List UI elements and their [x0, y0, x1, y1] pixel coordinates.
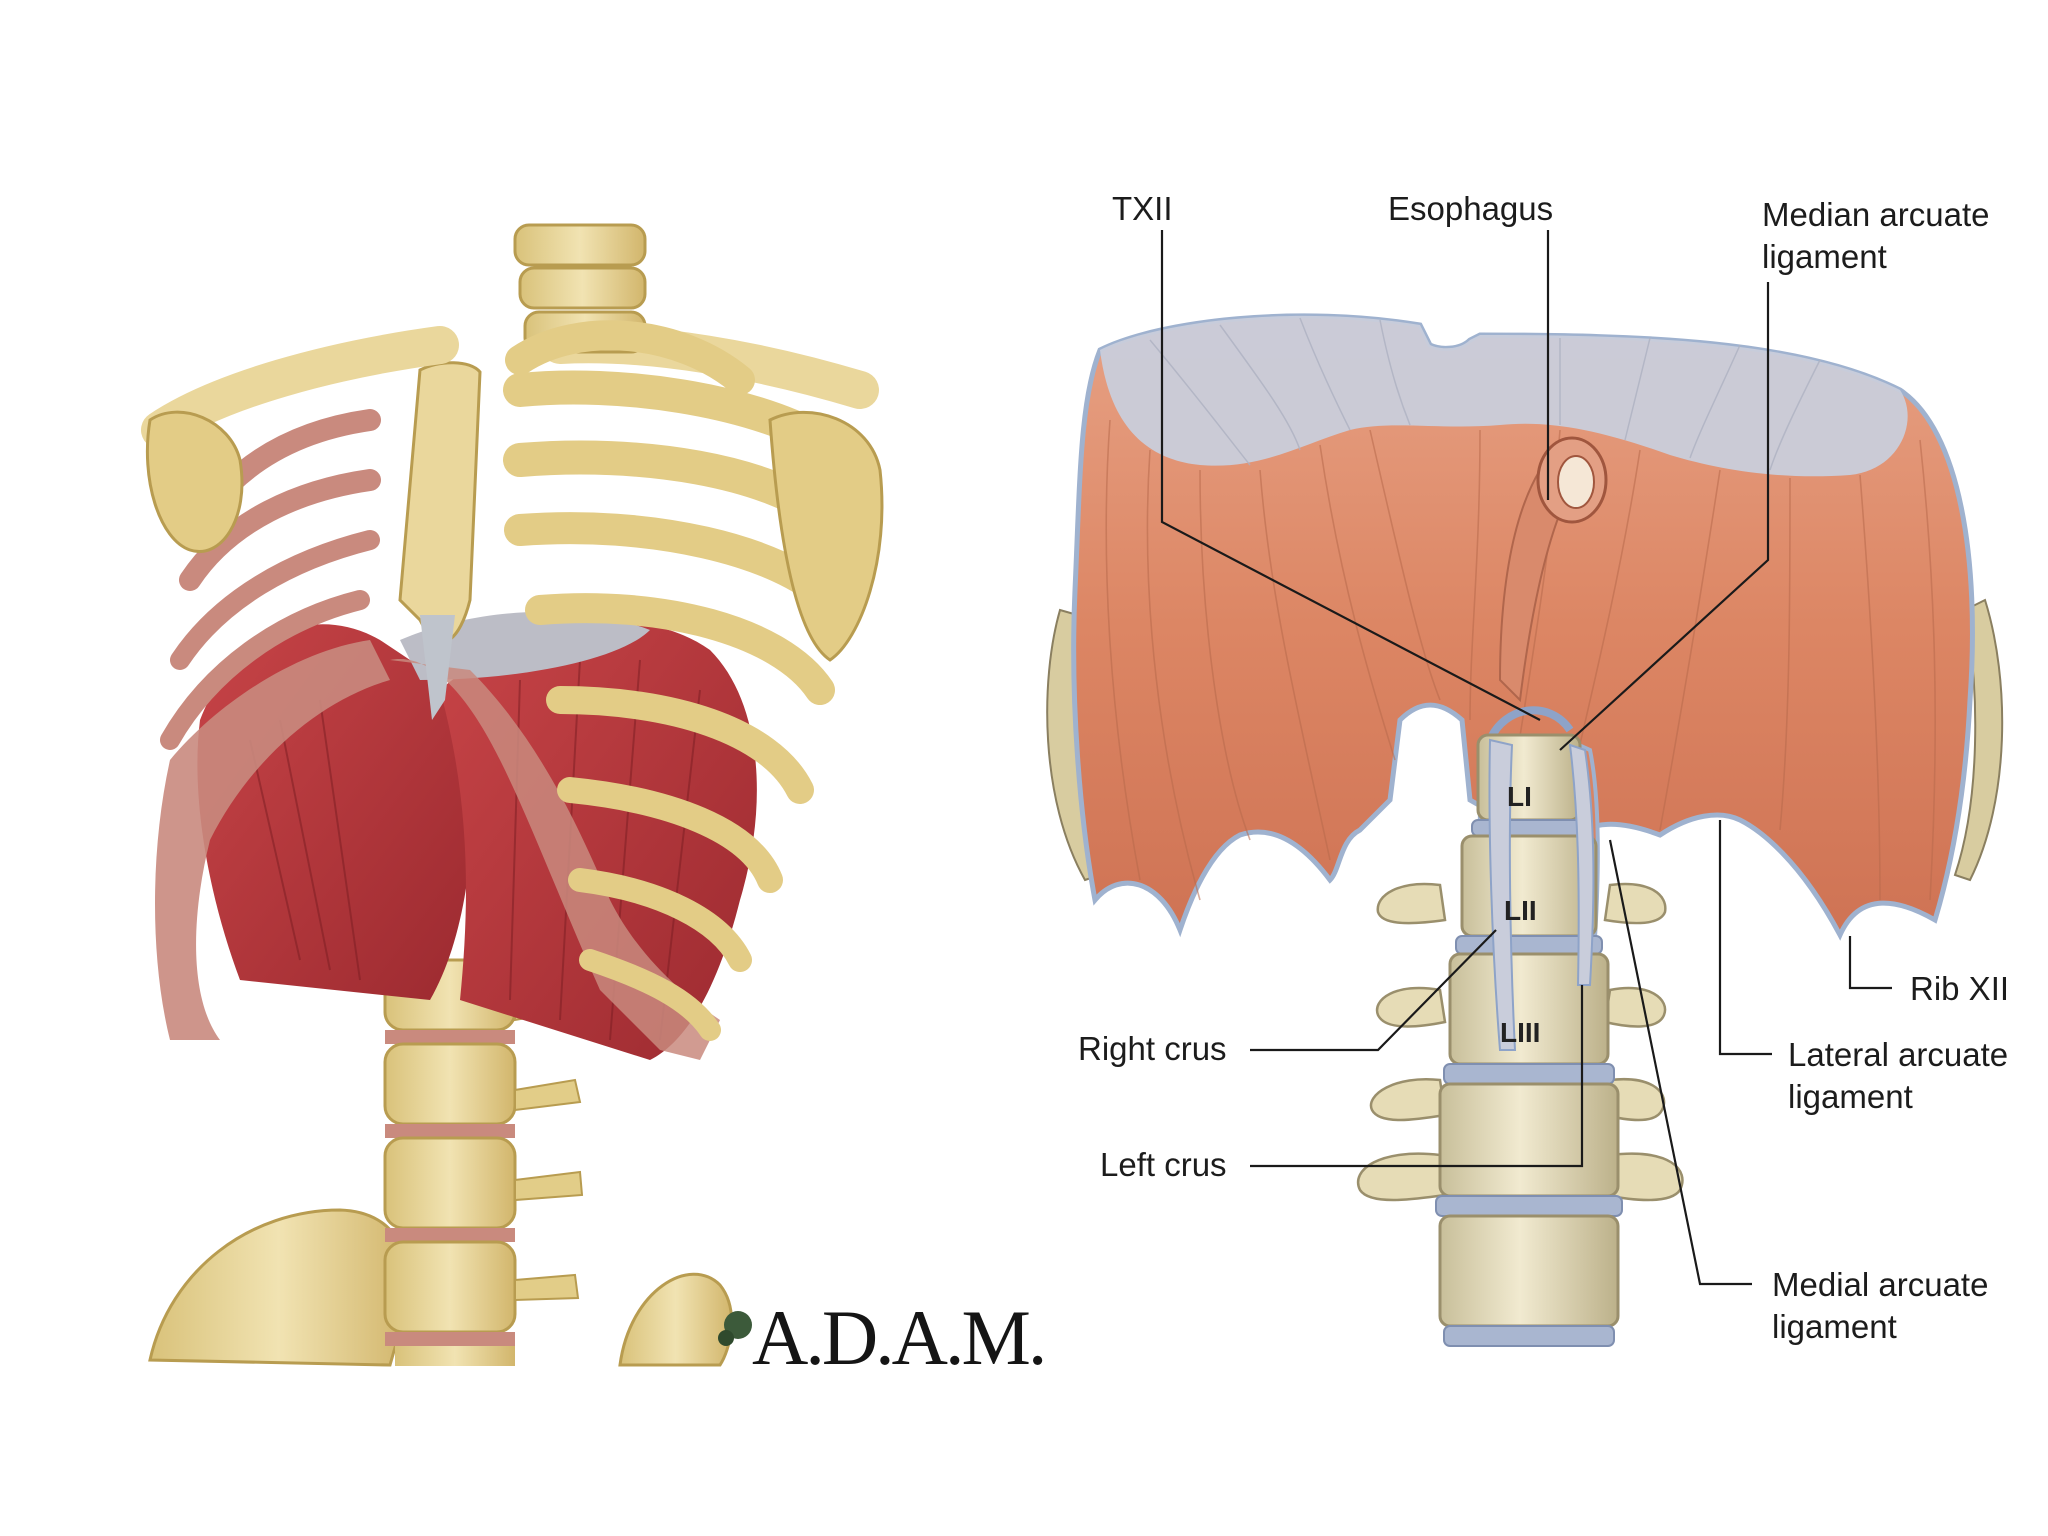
rib-stub-right	[1953, 598, 2004, 882]
label-medial-arcuate-2: ligament	[1772, 1308, 1897, 1345]
median-arcuate-ligament	[1486, 706, 1574, 742]
vertebra-label-l2: LII	[1504, 895, 1537, 926]
leader-txii	[1160, 230, 1541, 721]
leader-median-arcuate	[1559, 282, 1770, 751]
costal-margin-right	[390, 659, 720, 1060]
pelvis-bone-right	[618, 1272, 734, 1367]
label-left-crus: Left crus	[1100, 1146, 1227, 1183]
first-rib	[505, 320, 755, 395]
label-lateral-arcuate-1: Lateral arcuate	[1788, 1036, 2008, 1073]
tendon-striations	[1149, 317, 1821, 471]
scapula-left	[145, 410, 244, 553]
adam-watermark: A.D.A.M.	[752, 1294, 1044, 1381]
label-lateral-arcuate-2: ligament	[1788, 1078, 1913, 1115]
label-medial-arcuate-1: Medial arcuate	[1772, 1266, 1988, 1303]
label-right-crus: Right crus	[1078, 1030, 1227, 1067]
right-crus-over-spine	[1488, 738, 1517, 1051]
label-esophagus: Esophagus	[1388, 190, 1553, 227]
leader-medial-arcuate	[1608, 839, 1752, 1286]
leader-left-crus	[1250, 985, 1584, 1168]
xiphoid	[420, 615, 455, 720]
lumbar-spine	[383, 958, 584, 1366]
esophagus-hiatus	[1498, 436, 1608, 703]
sternum	[398, 361, 482, 644]
ribs	[160, 370, 847, 1041]
leader-right-crus	[1250, 929, 1497, 1052]
vertebra-label-l3: LIII	[1500, 1017, 1540, 1048]
adam-logo: A.D.A.M.	[718, 1294, 1047, 1381]
leader-lateral-arcuate	[1718, 820, 1772, 1056]
vertebra-label-l1: LI	[1507, 781, 1532, 812]
muscle-fibers	[1105, 419, 1936, 901]
label-txii: TXII	[1112, 190, 1173, 227]
label-median-arcuate-1: Median arcuate	[1762, 196, 1989, 233]
pelvis-bone	[148, 1208, 409, 1367]
label-rib-xii: Rib XII	[1910, 970, 2009, 1007]
left-crus-over-spine	[1568, 743, 1595, 986]
central-tendon	[400, 611, 650, 680]
leader-lines	[1160, 230, 1892, 1286]
costal-margin	[155, 640, 390, 1040]
leader-rib-xii	[1848, 936, 1892, 990]
central-tendon-dome	[1100, 315, 1908, 477]
diaphragm-illustration: LI LII LIII TXII Esophagus Median arcuat…	[1046, 190, 2009, 1347]
label-median-arcuate-2: ligament	[1762, 238, 1887, 275]
skeleton-illustration: A.D.A.M.	[141, 223, 1047, 1381]
scapula-right	[768, 410, 884, 662]
